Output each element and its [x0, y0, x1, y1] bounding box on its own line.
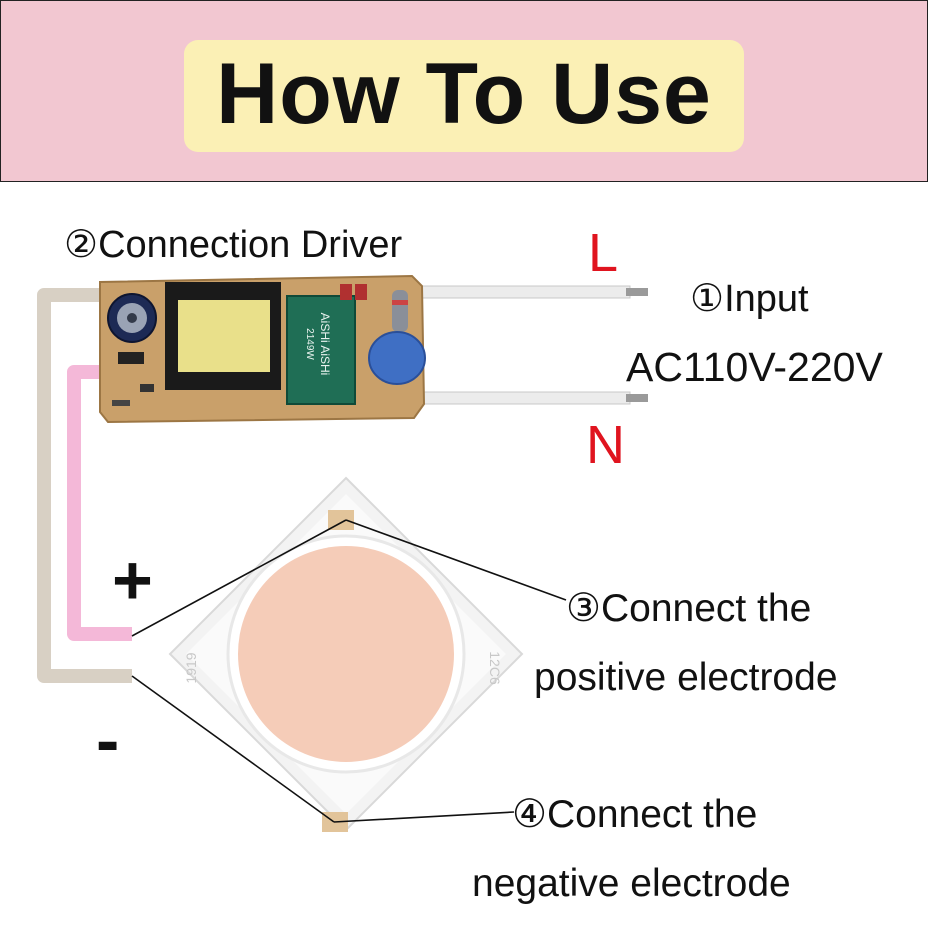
negative-label-line1: ④Connect the — [512, 793, 758, 836]
minus-sign: - — [96, 701, 120, 779]
positive-label-line2: positive electrode — [534, 656, 838, 699]
live-label: L — [588, 223, 619, 283]
live-wire-tip — [626, 288, 648, 296]
title-highlight — [184, 40, 744, 152]
safety-capacitor — [368, 331, 426, 385]
capacitor-marking: AiSHi AiSHi — [318, 313, 332, 376]
negative-wire — [37, 288, 132, 683]
inductor — [392, 290, 408, 332]
x-capacitor — [286, 295, 356, 405]
header-banner — [0, 0, 928, 182]
capacitor-marking-2: 2149W — [304, 328, 315, 360]
negative-leader-line-2 — [333, 811, 515, 823]
driver-board — [99, 274, 426, 424]
negative-label-line2: negative electrode — [472, 862, 791, 905]
input-label: ①Input — [690, 278, 809, 320]
neutral-label: N — [586, 415, 625, 475]
positive-leader-line-2 — [345, 519, 567, 601]
positive-label-line1: ③Connect the — [566, 587, 812, 630]
neutral-wire-tip — [626, 394, 648, 402]
led-cob-chip — [168, 476, 524, 832]
chip-marking-right: 12C6 — [487, 651, 503, 685]
led-phosphor — [238, 546, 454, 762]
negative-leader-line-1 — [131, 675, 335, 823]
positive-wire — [67, 365, 132, 641]
page-title: How To Use — [216, 46, 712, 142]
plus-sign: + — [112, 541, 153, 619]
neutral-wire — [419, 391, 631, 405]
chip-marking-left: 1919 — [183, 652, 199, 683]
chip-positive-pad — [328, 510, 354, 530]
live-wire — [419, 285, 631, 299]
driver-label: ②Connection Driver — [64, 224, 403, 266]
positive-leader-line-1 — [131, 519, 347, 637]
voltage-label: AC110V-220V — [626, 344, 883, 390]
